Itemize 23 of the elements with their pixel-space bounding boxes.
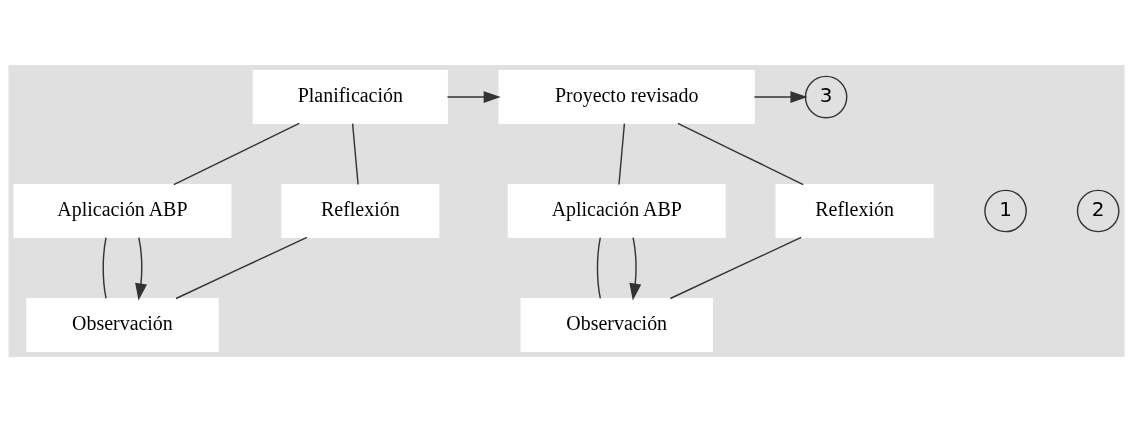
node-box: Aplicación ABP <box>507 183 726 238</box>
node-box: Reflexión <box>281 183 440 238</box>
node-box: Proyecto revisado <box>498 69 755 124</box>
connector <box>175 236 308 299</box>
connector <box>677 122 804 185</box>
connector <box>351 122 359 185</box>
connector <box>102 236 107 299</box>
node-box: Observación <box>520 297 713 352</box>
arrow <box>135 236 147 301</box>
node-circle: 2 <box>1076 189 1120 232</box>
connector <box>669 236 802 299</box>
node-box: Observación <box>26 297 219 352</box>
arrow <box>446 90 501 103</box>
node-box: Aplicación ABP <box>13 183 232 238</box>
connector <box>173 122 300 185</box>
node-box: Planificación <box>252 69 448 124</box>
arrow <box>629 236 642 301</box>
connector <box>618 122 626 185</box>
connector <box>596 236 602 299</box>
node-circle: 3 <box>804 75 848 118</box>
arrow <box>753 90 808 103</box>
node-box: Reflexión <box>775 183 934 238</box>
node-circle: 1 <box>984 189 1027 232</box>
